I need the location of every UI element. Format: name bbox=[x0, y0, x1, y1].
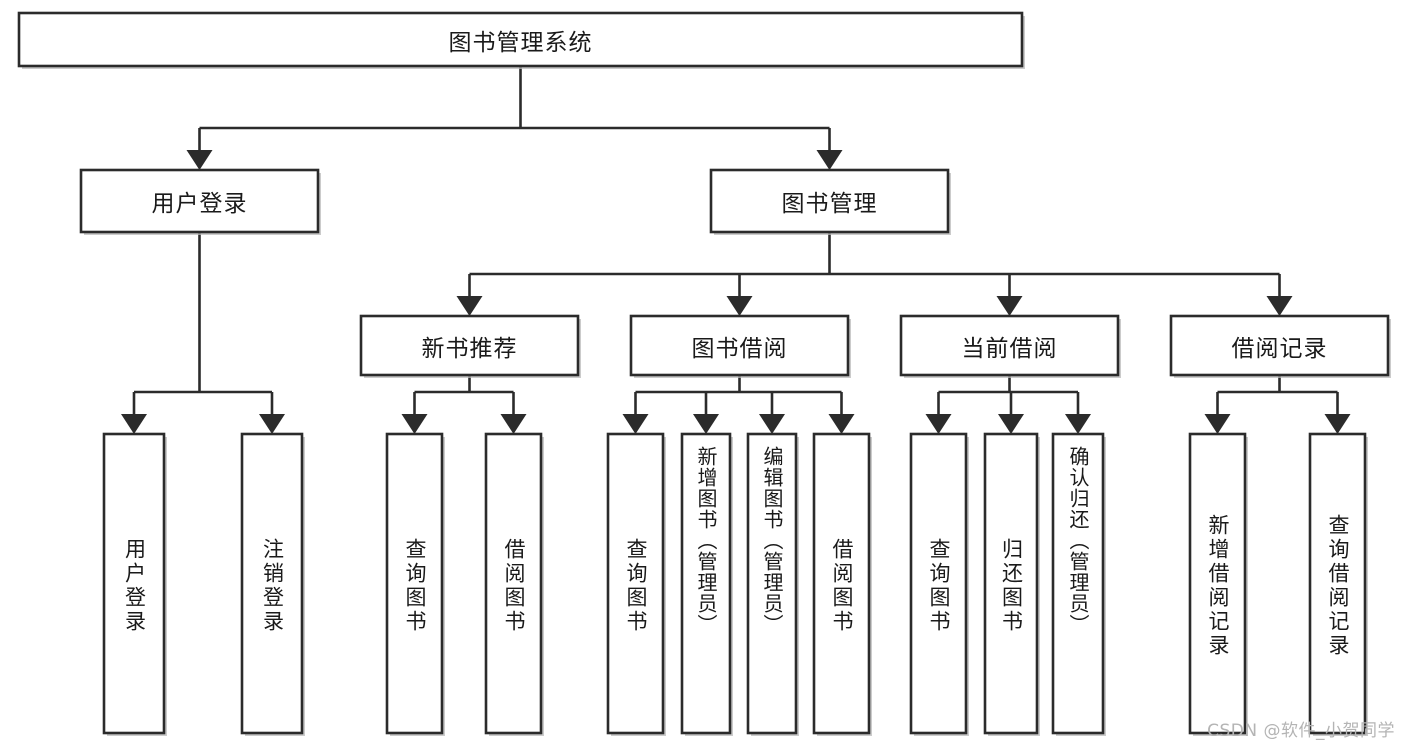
edge-arrowhead bbox=[1324, 414, 1351, 434]
node-leaf-query-borrow-record[interactable] bbox=[1308, 432, 1368, 736]
edge-arrowhead bbox=[998, 414, 1024, 434]
node-l2-book-mgmt[interactable] bbox=[709, 168, 951, 235]
edge-arrowhead bbox=[622, 414, 649, 434]
node-leaf-edit-book-admin[interactable] bbox=[746, 432, 799, 736]
node-leaf-logout-login[interactable] bbox=[240, 432, 305, 736]
edge-arrowhead bbox=[186, 150, 213, 170]
edge-arrowhead bbox=[121, 414, 147, 434]
edge-arrowhead bbox=[816, 150, 843, 170]
edge-arrowhead bbox=[1065, 414, 1091, 434]
edge-arrowhead bbox=[1266, 296, 1293, 316]
edge-arrowhead bbox=[925, 414, 952, 434]
node-leaf-query-book-3[interactable] bbox=[909, 432, 969, 736]
node-leaf-return-book[interactable] bbox=[983, 432, 1040, 736]
edge-arrowhead bbox=[401, 414, 428, 434]
node-leaf-borrow-book-1[interactable] bbox=[484, 432, 544, 736]
edge-arrowhead bbox=[996, 296, 1023, 316]
edge-arrowhead bbox=[759, 414, 785, 434]
node-leaf-add-book-admin[interactable] bbox=[680, 432, 733, 736]
edge-arrowhead bbox=[828, 414, 855, 434]
node-leaf-user-login[interactable] bbox=[102, 432, 167, 736]
watermark-text: CSDN @软件_小贺同学 bbox=[1207, 721, 1395, 741]
node-leaf-add-borrow-record[interactable] bbox=[1188, 432, 1248, 736]
node-l3-new-book-rec[interactable] bbox=[359, 314, 581, 378]
node-l2-user-login[interactable] bbox=[79, 168, 321, 235]
node-root[interactable] bbox=[17, 11, 1025, 69]
node-leaf-confirm-return-admin[interactable] bbox=[1051, 432, 1106, 736]
edge-arrowhead bbox=[259, 414, 285, 434]
node-leaf-query-book-1[interactable] bbox=[385, 432, 445, 736]
node-l3-current-borrow[interactable] bbox=[899, 314, 1121, 378]
edge-arrowhead bbox=[456, 296, 483, 316]
edge-arrowhead bbox=[1204, 414, 1231, 434]
node-leaf-borrow-book-2[interactable] bbox=[812, 432, 872, 736]
node-l3-book-borrow[interactable] bbox=[629, 314, 851, 378]
edges-layer bbox=[121, 66, 1351, 434]
node-l3-borrow-record[interactable] bbox=[1169, 314, 1391, 378]
edge-arrowhead bbox=[500, 414, 527, 434]
edge-arrowhead bbox=[693, 414, 719, 434]
boxes-layer bbox=[17, 11, 1391, 736]
node-leaf-query-book-2[interactable] bbox=[606, 432, 666, 736]
edge-arrowhead bbox=[726, 296, 753, 316]
